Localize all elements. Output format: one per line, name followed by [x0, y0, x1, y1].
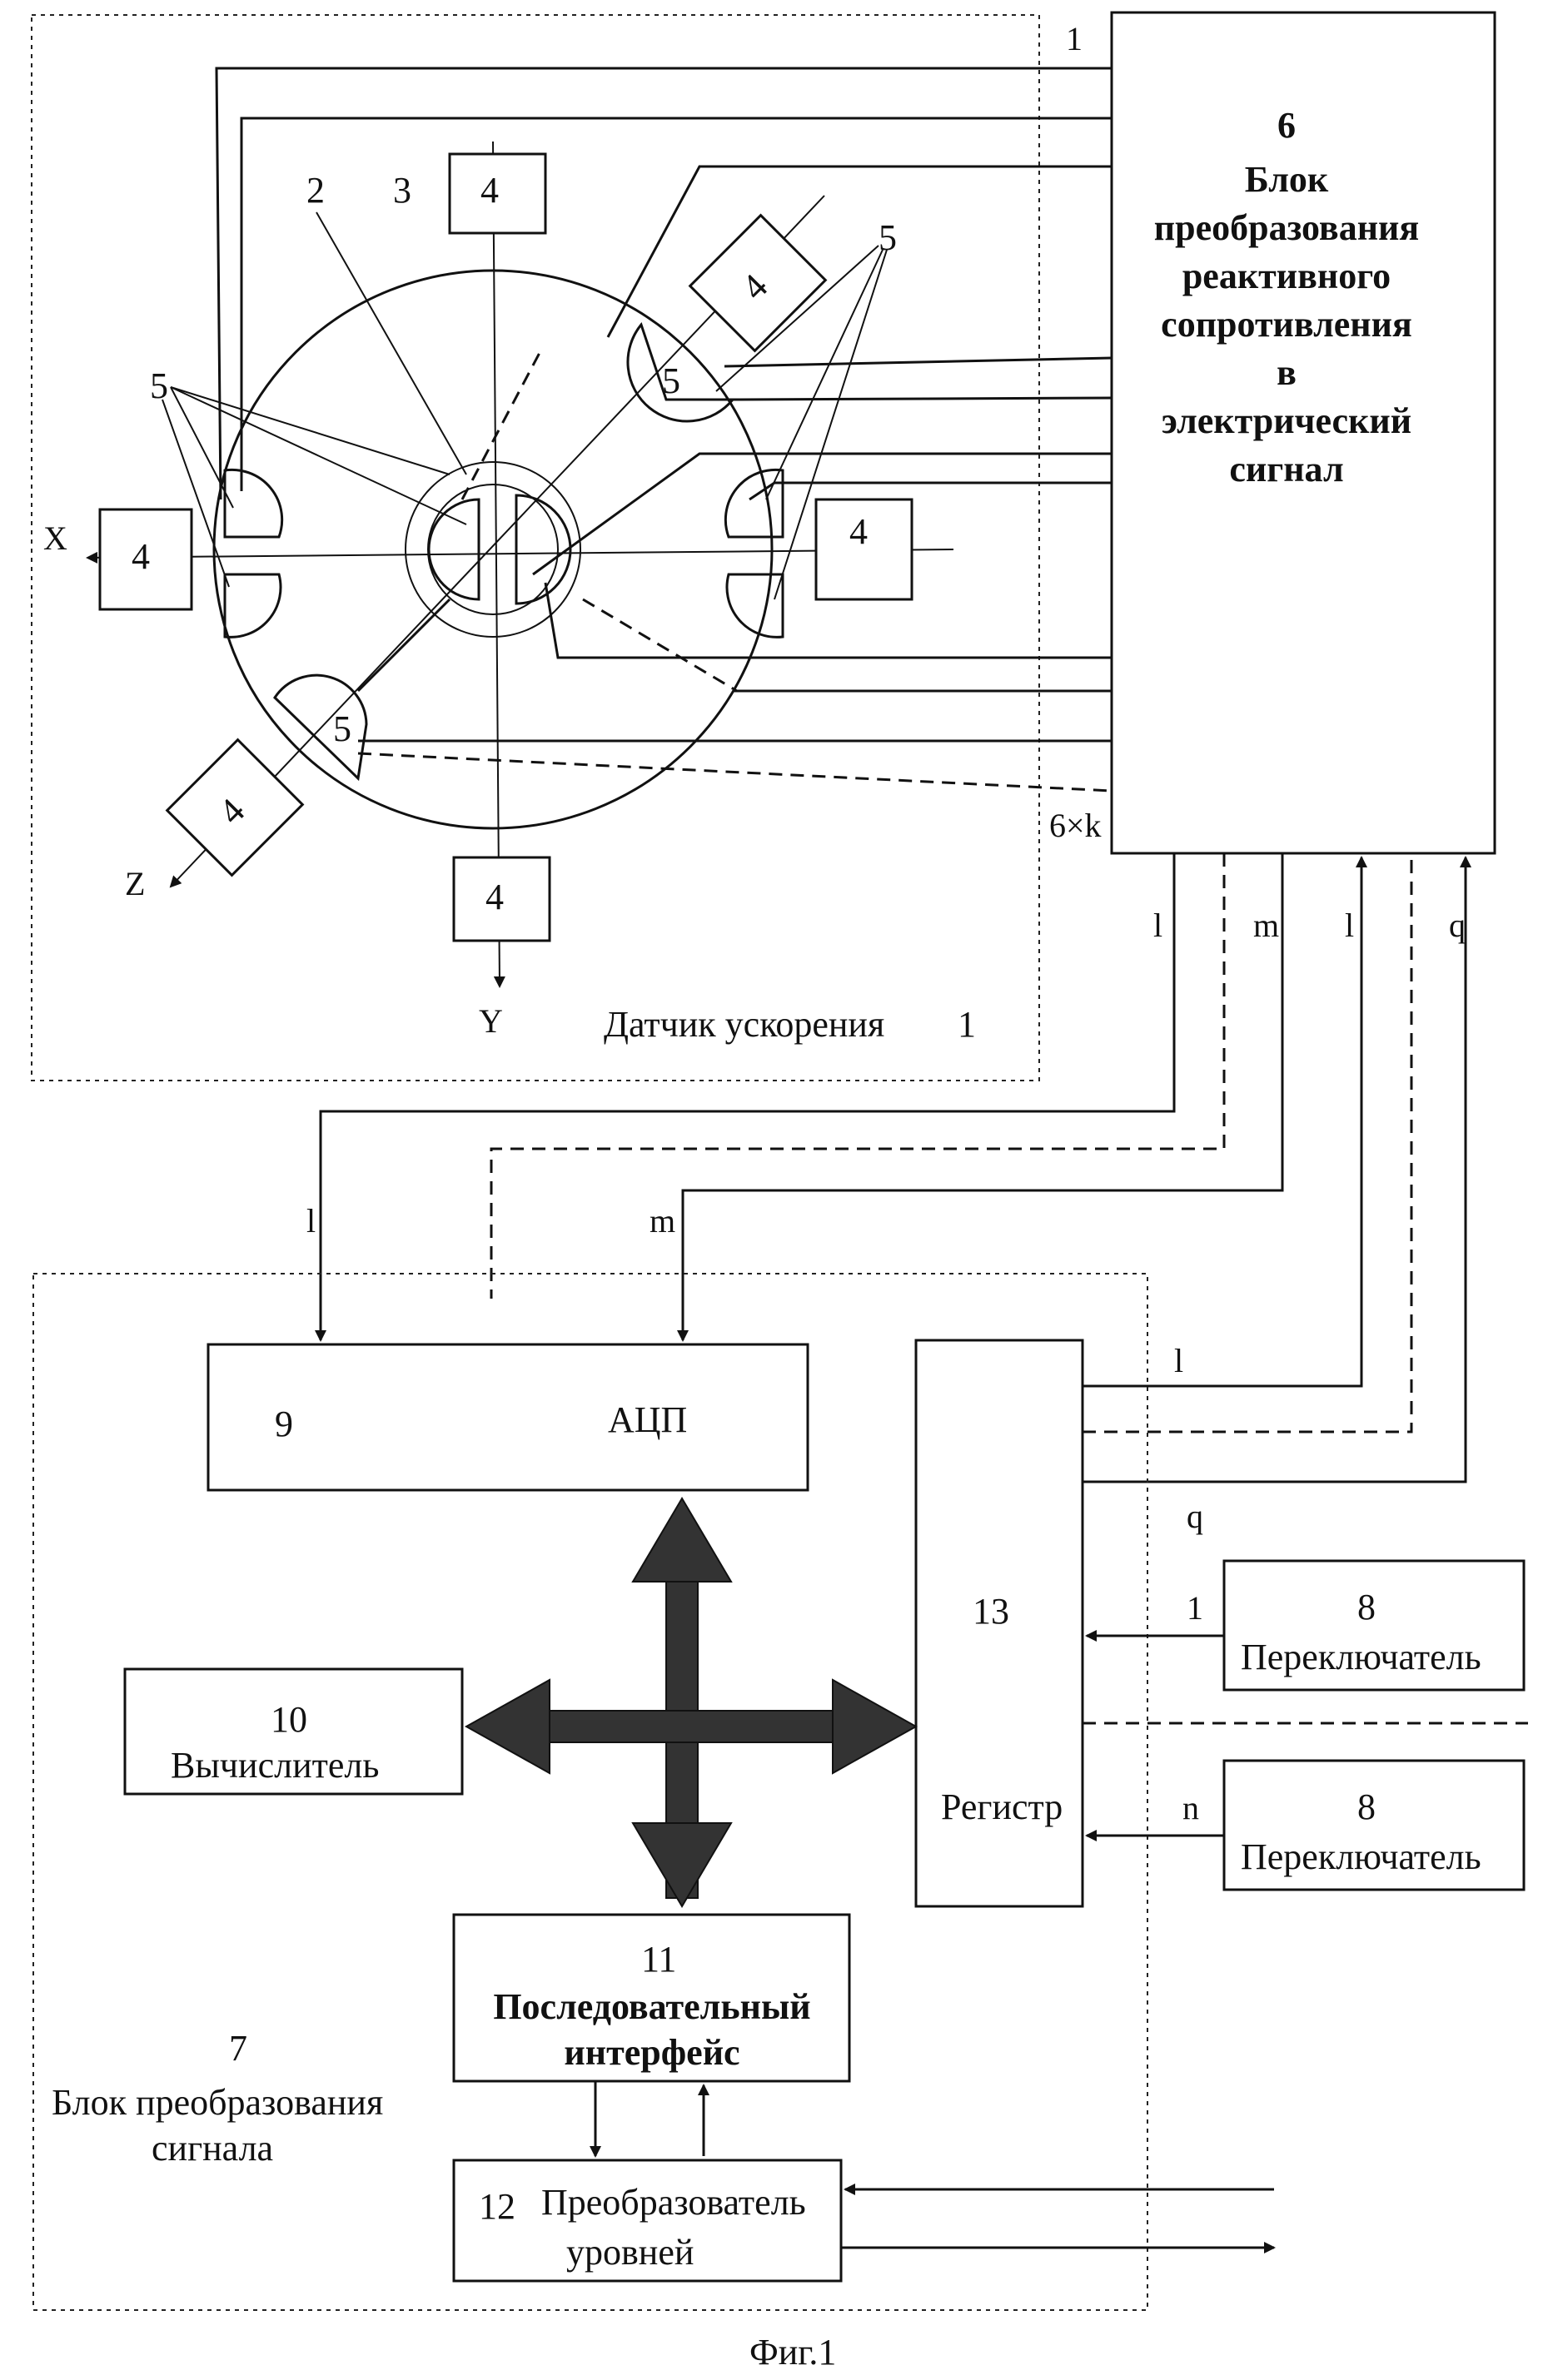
leader-5b — [171, 387, 450, 475]
switch-1-bus-label: 1 — [1187, 1589, 1203, 1627]
svg-text:реактивного: реактивного — [1182, 256, 1391, 296]
block-9-adc: 9 АЦП — [208, 1344, 808, 1490]
leader-5c — [171, 387, 466, 524]
svg-text:6: 6 — [1277, 105, 1296, 146]
svg-text:10: 10 — [271, 1699, 307, 1740]
mass-4-right: 4 — [816, 499, 912, 599]
plate-5-left-lower — [225, 574, 281, 637]
plate-5-center-left — [429, 499, 479, 599]
svg-text:4: 4 — [485, 877, 504, 917]
sensor-num: 1 — [958, 1004, 976, 1045]
svg-text:в: в — [1277, 352, 1297, 393]
svg-text:12: 12 — [479, 2186, 515, 2227]
block-8-switch-1: 8 Переключатель — [1224, 1561, 1524, 1690]
plate-5-right-upper — [725, 470, 783, 537]
bus-q-label: q — [1449, 907, 1466, 944]
bus-l-label-c: l — [306, 1202, 316, 1240]
plate-5-left-upper — [225, 470, 282, 537]
svg-text:11: 11 — [641, 1939, 676, 1980]
svg-text:Преобразователь: Преобразователь — [541, 2182, 806, 2223]
leader-2 — [316, 212, 466, 475]
svg-text:Переключатель: Переключатель — [1241, 1637, 1481, 1677]
block-13-register: 13 Регистр — [916, 1340, 1083, 1906]
sensor-disc — [214, 271, 772, 828]
block-7-label-2: сигнала — [152, 2128, 273, 2169]
svg-text:преобразования: преобразования — [1154, 207, 1419, 248]
bus-l-label-b: l — [1345, 907, 1354, 944]
bus-m-label-b: m — [650, 1202, 675, 1240]
svg-text:Блок: Блок — [1245, 159, 1329, 200]
plate-label-5-ll: 5 — [333, 708, 351, 749]
data-bus-cross — [466, 1498, 916, 1906]
plate-label-5-left: 5 — [150, 365, 168, 406]
plate-label-5-ur: 5 — [662, 360, 680, 401]
svg-text:Переключатель: Переключатель — [1241, 1836, 1481, 1877]
svg-text:8: 8 — [1357, 1587, 1376, 1627]
svg-text:9: 9 — [275, 1404, 293, 1444]
mass-4-upper-right: 4 — [690, 216, 826, 351]
bus-l-down — [321, 853, 1174, 1340]
svg-text:4: 4 — [849, 511, 868, 552]
sensor-wires — [217, 68, 1112, 791]
axis-y-label: Y — [479, 1002, 503, 1040]
axis-x-label: X — [43, 519, 67, 557]
bus-q-up — [1083, 857, 1466, 1482]
svg-text:4: 4 — [132, 536, 150, 577]
bus-dash-down — [491, 853, 1224, 1299]
label-2: 2 — [306, 170, 325, 211]
block-7-num: 7 — [229, 2028, 247, 2069]
sensor-label: Датчик ускорения — [604, 1004, 884, 1045]
svg-text:8: 8 — [1357, 1786, 1376, 1827]
bus-l-up — [1083, 857, 1361, 1386]
svg-text:сигнал: сигнал — [1229, 449, 1343, 489]
switch-2-bus-label: n — [1182, 1789, 1199, 1826]
svg-text:электрический: электрический — [1162, 400, 1411, 441]
mass-4-top: 4 — [450, 154, 545, 233]
block-11-serial: 11 Последовательный интерфейс — [454, 1915, 849, 2081]
mass-4-bottom: 4 — [454, 857, 550, 941]
bus-m-label-a: m — [1253, 907, 1279, 944]
svg-text:сопротивления: сопротивления — [1161, 304, 1412, 345]
block-12-level-converter: 12 Преобразователь уровней — [454, 2160, 841, 2281]
svg-text:Последовательный: Последовательный — [493, 1986, 810, 2027]
bus-l-label-a: l — [1153, 907, 1162, 944]
bus-l-label-d: l — [1174, 1342, 1183, 1379]
svg-text:4: 4 — [480, 170, 499, 211]
bus-q-label-b: q — [1187, 1498, 1203, 1535]
svg-text:уровней: уровней — [566, 2232, 694, 2273]
svg-text:интерфейс: интерфейс — [564, 2032, 739, 2073]
mass-4-left: 4 — [100, 509, 192, 609]
svg-text:Регистр: Регистр — [941, 1786, 1063, 1827]
label-3: 3 — [393, 170, 411, 211]
block-7-label-1: Блок преобразования — [52, 2082, 383, 2123]
figure-caption: Фиг.1 — [749, 2332, 836, 2373]
plate-5-right-lower — [727, 574, 783, 637]
block-8-switch-2: 8 Переключатель — [1224, 1761, 1524, 1890]
svg-text:АЦП: АЦП — [608, 1399, 687, 1440]
bus-6xk-label: 6×k — [1049, 807, 1102, 844]
bus-1-top-label: 1 — [1066, 20, 1083, 57]
bus-m-down — [683, 853, 1282, 1340]
axis-z-label: Z — [125, 865, 145, 902]
mass-4-lower-left: 4 — [167, 740, 303, 876]
svg-text:Вычислитель: Вычислитель — [171, 1745, 379, 1786]
block-10-computer: 10 Вычислитель — [125, 1669, 462, 1794]
svg-text:13: 13 — [973, 1591, 1009, 1632]
